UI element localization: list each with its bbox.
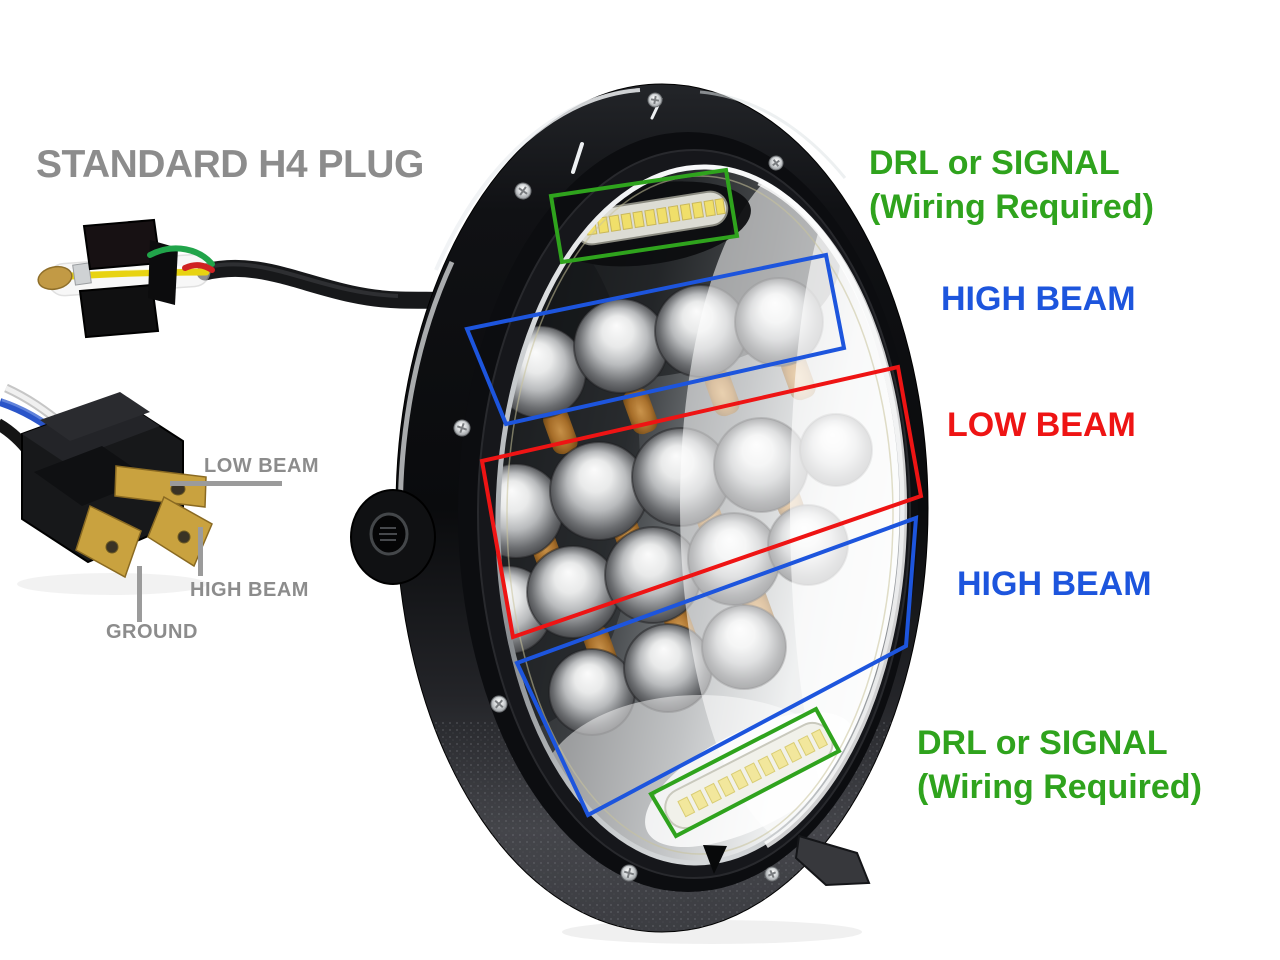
high-beam-callout-line bbox=[198, 527, 203, 576]
plug-boot-upper bbox=[82, 218, 162, 271]
mounting-tab bbox=[794, 834, 871, 887]
drl-bottom-line2: (Wiring Required) bbox=[917, 768, 1202, 806]
low-beam-box bbox=[479, 364, 924, 640]
drl-top-line2: (Wiring Required) bbox=[869, 188, 1154, 226]
plug-low-beam-label: LOW BEAM bbox=[204, 455, 320, 477]
plug-high-beam-label: HIGH BEAM bbox=[190, 579, 309, 601]
ground-callout-line bbox=[137, 566, 142, 622]
high-beam-bottom-annotation-label: HIGH BEAM bbox=[957, 565, 1152, 603]
plug-ground-label: GROUND bbox=[106, 621, 198, 643]
drl-bottom-box bbox=[648, 706, 842, 839]
drl-bottom-line1: DRL or SIGNAL bbox=[917, 724, 1168, 762]
brass-terminal-tip bbox=[37, 265, 73, 291]
low-beam-callout-line bbox=[170, 481, 282, 486]
h4-plug-bottom bbox=[0, 383, 213, 579]
low-beam-annotation-label: LOW BEAM bbox=[947, 406, 1136, 444]
high-beam-top-box bbox=[464, 252, 847, 427]
high-beam-top-annotation-label: HIGH BEAM bbox=[941, 280, 1136, 318]
drl-bottom-annotation-label: DRL or SIGNAL (Wiring Required) bbox=[917, 721, 1202, 809]
high-beam-bottom-box bbox=[514, 515, 919, 818]
side-mount-boss bbox=[350, 489, 436, 585]
terminal-low-beam bbox=[114, 465, 207, 508]
terminal-ground bbox=[75, 504, 142, 579]
drl-top-line1: DRL or SIGNAL bbox=[869, 144, 1120, 182]
title-standard-h4-plug: STANDARD H4 PLUG bbox=[36, 143, 424, 186]
plug-shadow bbox=[17, 573, 207, 595]
bezel-screws bbox=[453, 92, 784, 882]
rim-notch bbox=[703, 845, 727, 874]
h4-plug-top bbox=[37, 218, 215, 339]
drl-strip-bottom bbox=[645, 712, 855, 848]
drl-top-annotation-label: DRL or SIGNAL (Wiring Required) bbox=[869, 141, 1154, 229]
green-wire bbox=[147, 245, 215, 267]
drl-top-box bbox=[548, 167, 740, 265]
plug-boot-lower bbox=[78, 283, 160, 339]
terminal-high-beam bbox=[147, 495, 213, 568]
red-wire bbox=[182, 262, 215, 273]
